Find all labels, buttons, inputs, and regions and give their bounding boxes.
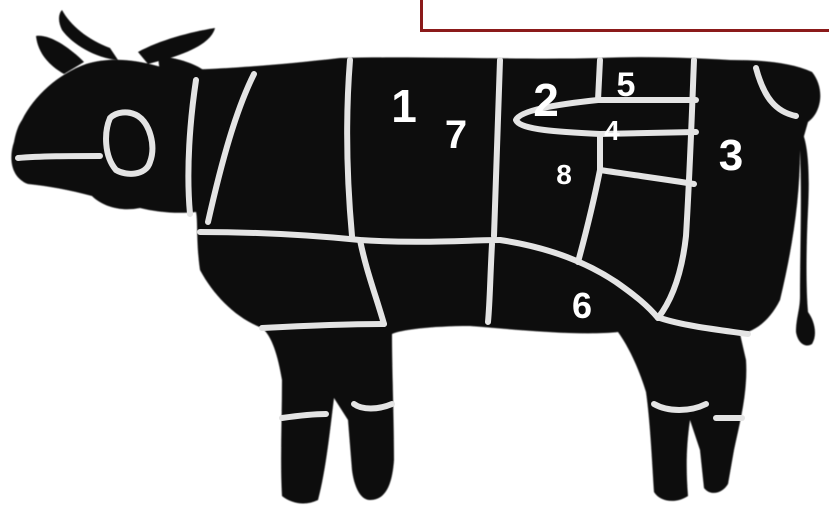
cut-label-3: 3 xyxy=(719,131,743,180)
cut-label-5: 5 xyxy=(617,66,636,104)
cut-label-4: 4 xyxy=(604,115,620,146)
cut-label-1: 1 xyxy=(391,80,417,132)
cut-label-2: 2 xyxy=(533,74,559,126)
cut-label-8: 8 xyxy=(556,159,572,190)
cut-label-6: 6 xyxy=(572,285,592,326)
cut-label-7: 7 xyxy=(445,113,467,157)
horn-right xyxy=(138,28,215,64)
